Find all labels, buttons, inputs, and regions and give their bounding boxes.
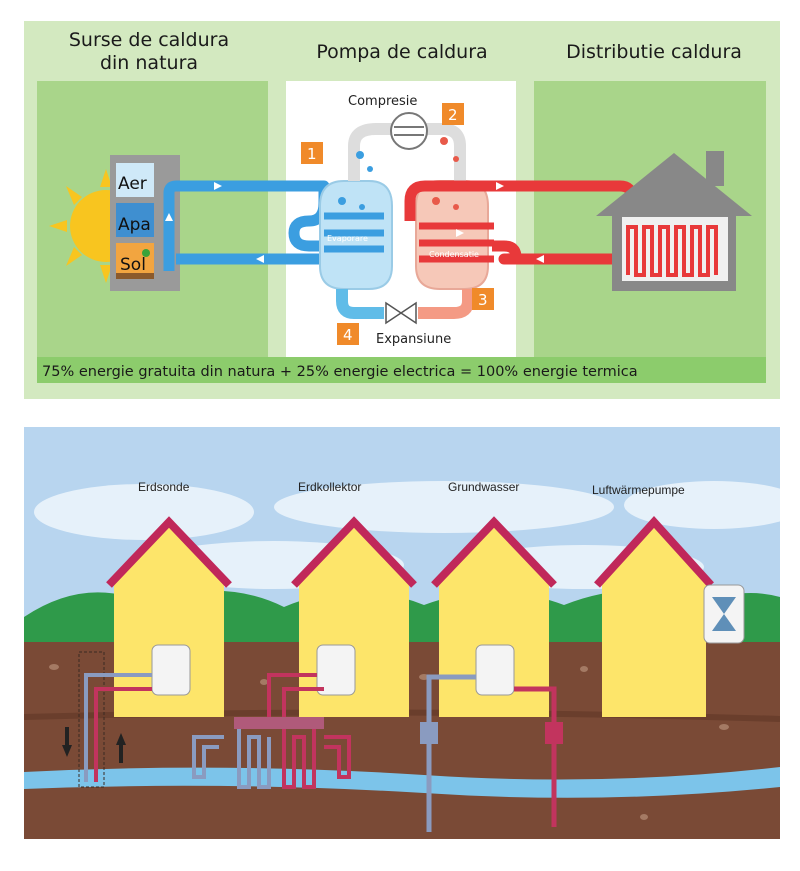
step-badge-3-text: 3	[478, 291, 488, 309]
condenser-tank	[415, 180, 489, 290]
heat-pump-unit-2	[316, 644, 356, 696]
compression-label: Compresie	[348, 94, 417, 109]
header-pump: Pompa de caldura	[316, 41, 488, 63]
probe-pipe-cold	[84, 673, 152, 782]
groundwater-layer	[24, 767, 780, 798]
collector-loops-left	[192, 735, 224, 779]
collector-loops-cold	[237, 729, 271, 789]
label-erdsonde: Erdsonde	[138, 480, 190, 494]
probe-pipe-hot	[94, 687, 152, 782]
condenser-coil	[419, 222, 494, 263]
source-air: Aer	[118, 174, 147, 194]
arrow-up-icon	[116, 733, 126, 745]
house-icon	[596, 151, 752, 291]
air-tile	[116, 163, 154, 197]
fan-icon	[712, 597, 736, 631]
expansion-valve-icon	[385, 301, 417, 325]
house-luftwaermepumpe	[594, 516, 745, 717]
expansion-label: Expansiune	[376, 332, 451, 347]
heat-pump-diagram: Aer Apa Sol Evaporare Condensatie	[37, 81, 766, 383]
header-distribution: Distributie caldura	[566, 41, 742, 63]
suction-well-pipe	[426, 674, 476, 832]
footer-band	[37, 357, 766, 383]
collector-pipe	[267, 673, 324, 717]
header-sources-line1: Surse de caldura	[68, 29, 230, 51]
collector-manifold	[234, 717, 324, 729]
refrigerant-bubbles	[338, 137, 459, 210]
label-luftwaermepumpe: Luftwärmepumpe	[592, 483, 685, 497]
step-badge-3	[472, 288, 494, 310]
refrigerant-pipe-bottom-hot	[418, 289, 474, 319]
soil-ground	[116, 273, 154, 279]
heat-pump-unit-1	[151, 644, 191, 696]
radiator-coil	[626, 225, 718, 277]
step-badge-1-text: 1	[307, 145, 317, 163]
arrow-down-icon	[62, 745, 72, 757]
house-erdkollektor	[192, 516, 417, 789]
step-badge-2-text: 2	[448, 106, 458, 124]
collector-loops-right	[324, 735, 351, 779]
source-water: Apa	[118, 215, 151, 235]
collector-loops-hot	[282, 729, 316, 789]
step-badge-4	[337, 323, 359, 345]
refrigerant-pipe-bottom-cold	[336, 289, 384, 319]
condensation-label: Condensatie	[429, 250, 479, 259]
header-sources: Surse de caldura din natura	[24, 29, 274, 75]
compressor-icon	[394, 126, 424, 136]
footer-equation: 75% energie gratuita din natura + 25% en…	[42, 364, 638, 380]
header-sources-line2: din natura	[99, 52, 199, 74]
suction-well	[420, 722, 438, 744]
return-well	[545, 722, 563, 744]
step-badge-4-text: 4	[343, 326, 353, 344]
water-tile	[116, 203, 154, 237]
label-grundwasser: Grundwasser	[448, 480, 520, 494]
evaporation-label: Evaporare	[327, 234, 368, 243]
heat-source-illustration	[24, 481, 780, 839]
source-soil: Sol	[120, 255, 146, 275]
step-badge-1	[301, 142, 323, 164]
heat-pump-unit-3	[475, 644, 515, 696]
step-badge-2	[442, 103, 464, 125]
return-well-pipe	[514, 686, 557, 827]
house-erdsonde	[62, 516, 232, 788]
label-erdkollektor: Erdkollektor	[298, 480, 362, 494]
house-grundwasser	[420, 516, 563, 832]
compressor	[390, 112, 428, 150]
borehole	[78, 651, 105, 788]
evaporator-coil	[324, 212, 384, 253]
heat-source-types-panel: Erdsonde Erdkollektor Grundwasser Luftwä…	[24, 427, 780, 839]
plant-icon	[142, 249, 150, 257]
heat-pump-cycle-panel: Surse de caldura din natura Pompa de cal…	[24, 21, 780, 399]
